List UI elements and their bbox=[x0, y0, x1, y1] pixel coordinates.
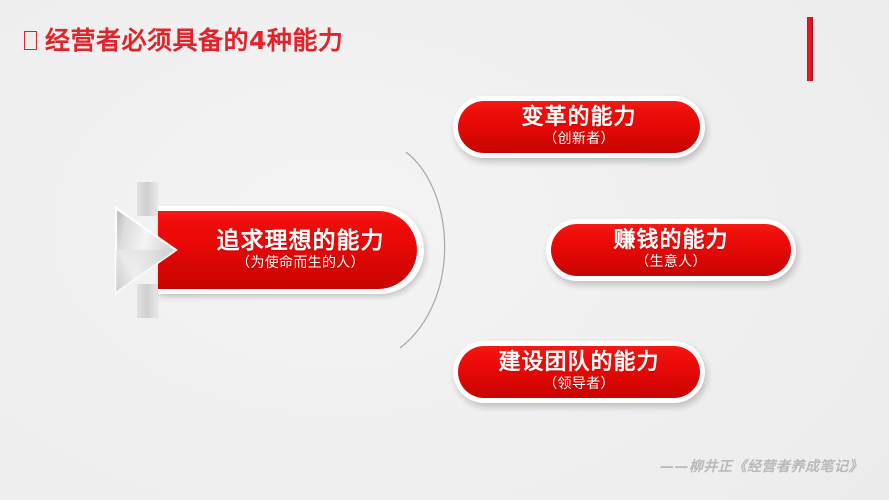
capability-pill-inner: 赚钱的能力 （生意人） bbox=[551, 224, 791, 276]
banner-body: 追求理想的能力 （为使命而生的人） bbox=[114, 206, 424, 294]
banner-red-shape bbox=[158, 206, 424, 294]
capability-subtitle: （创新者） bbox=[543, 130, 615, 147]
decorative-accent-bar bbox=[807, 17, 813, 81]
capability-subtitle: （领导者） bbox=[543, 375, 615, 392]
capability-title: 变革的能力 bbox=[521, 105, 637, 131]
title-bullet-icon bbox=[24, 31, 37, 50]
page-title: 经营者必须具备的4种能力 bbox=[24, 28, 343, 53]
banner-tail-top bbox=[137, 182, 159, 216]
capability-pill-change[interactable]: 变革的能力 （创新者） bbox=[453, 96, 705, 158]
capability-subtitle: （生意人） bbox=[635, 253, 707, 270]
capability-pill-earn[interactable]: 赚钱的能力 （生意人） bbox=[546, 219, 796, 281]
capability-title: 赚钱的能力 bbox=[613, 228, 729, 254]
banner-red-fill bbox=[158, 211, 417, 289]
capability-pill-inner: 建设团队的能力 （领导者） bbox=[458, 346, 700, 398]
main-banner[interactable]: 追求理想的能力 （为使命而生的人） bbox=[106, 182, 426, 318]
banner-tail-bottom bbox=[137, 284, 159, 318]
title-text: 经营者必须具备的4种能力 bbox=[45, 26, 344, 55]
banner-arrow-icon bbox=[114, 206, 178, 294]
capability-pill-team[interactable]: 建设团队的能力 （领导者） bbox=[453, 341, 705, 403]
attribution-text: ——柳井正《经营者养成笔记》 bbox=[660, 459, 863, 475]
capability-pill-inner: 变革的能力 （创新者） bbox=[458, 101, 700, 153]
capability-title: 建设团队的能力 bbox=[498, 350, 660, 376]
